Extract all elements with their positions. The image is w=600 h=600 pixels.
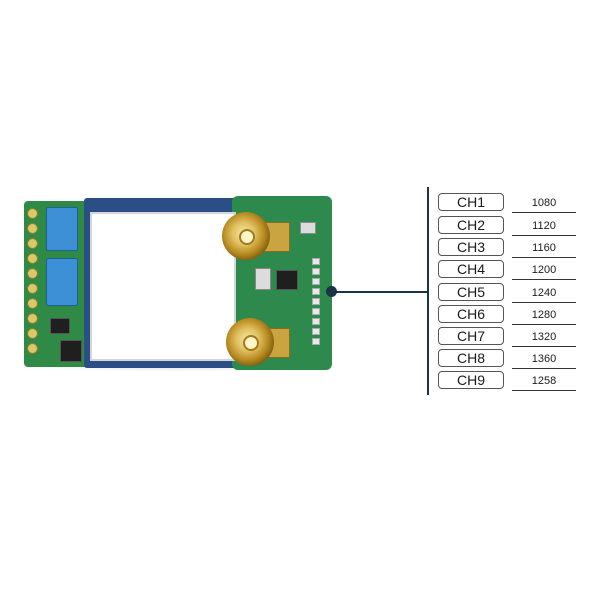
channel-led: [312, 278, 320, 285]
channel-frequency: 1240: [531, 287, 557, 299]
channel-label: CH6: [438, 305, 504, 323]
channel-label: CH9: [438, 371, 504, 389]
header-pin: [27, 313, 38, 324]
component: [255, 268, 271, 290]
channel-label: CH7: [438, 327, 504, 345]
channel-frequency: 1360: [531, 353, 557, 365]
channel-led: [312, 328, 320, 335]
header-pin: [27, 328, 38, 339]
channel-frequency: 1120: [532, 220, 556, 232]
channel-row: CH3 1160: [438, 238, 578, 258]
blue-connector-top: [46, 207, 78, 251]
channel-label: CH3: [438, 238, 504, 256]
value-underline: [512, 235, 576, 236]
channel-row: CH2 1120: [438, 216, 578, 236]
channel-frequency: 1080: [531, 197, 557, 209]
header-pin: [27, 238, 38, 249]
channel-label: CH5: [438, 283, 504, 301]
header-pins: [26, 208, 38, 358]
channel-led: [312, 308, 320, 315]
channel-led: [312, 298, 320, 305]
channel-row: CH9 1258: [438, 371, 578, 391]
value-underline: [512, 212, 576, 213]
channel-row: CH4 1200: [438, 260, 578, 280]
channel-label: CH4: [438, 260, 504, 278]
value-underline: [512, 302, 576, 303]
header-pin: [27, 283, 38, 294]
channel-led: [312, 268, 320, 275]
value-underline: [512, 257, 576, 258]
channel-row: CH5 1240: [438, 283, 578, 303]
channel-frequency: 1200: [531, 264, 557, 276]
leader-dot: [326, 286, 337, 297]
channel-row: CH7 1320: [438, 327, 578, 347]
header-pin: [27, 268, 38, 279]
channel-row: CH1 1080: [438, 193, 578, 213]
blue-connector-bottom: [46, 258, 78, 306]
sma-pin-bottom: [243, 335, 259, 351]
header-pin: [27, 223, 38, 234]
component: [300, 222, 316, 234]
channel-led: [312, 288, 320, 295]
channel-led: [312, 338, 320, 345]
rf-chip: [276, 270, 298, 290]
channel-frequency: 1280: [531, 309, 557, 321]
channel-led: [312, 258, 320, 265]
header-pin: [27, 298, 38, 309]
header-pin: [27, 208, 38, 219]
value-underline: [512, 346, 576, 347]
value-underline: [512, 324, 576, 325]
header-pin: [27, 343, 38, 354]
bracket-line: [427, 187, 429, 395]
sma-pin-top: [239, 229, 255, 245]
channel-row: CH6 1280: [438, 305, 578, 325]
qfn-chip: [60, 340, 82, 362]
header-pin: [27, 253, 38, 264]
channel-frequency: 1160: [532, 242, 556, 254]
channel-frequency: 1258: [531, 375, 557, 387]
channel-frequency: 1320: [531, 331, 557, 343]
value-underline: [512, 390, 576, 391]
channel-row: CH8 1360: [438, 349, 578, 369]
channel-label: CH1: [438, 193, 504, 211]
small-chip: [50, 318, 70, 334]
channel-label: CH2: [438, 216, 504, 234]
white-shield-panel: [90, 212, 236, 361]
leader-line: [332, 291, 427, 293]
channel-label: CH8: [438, 349, 504, 367]
value-underline: [512, 279, 576, 280]
channel-led: [312, 318, 320, 325]
value-underline: [512, 368, 576, 369]
